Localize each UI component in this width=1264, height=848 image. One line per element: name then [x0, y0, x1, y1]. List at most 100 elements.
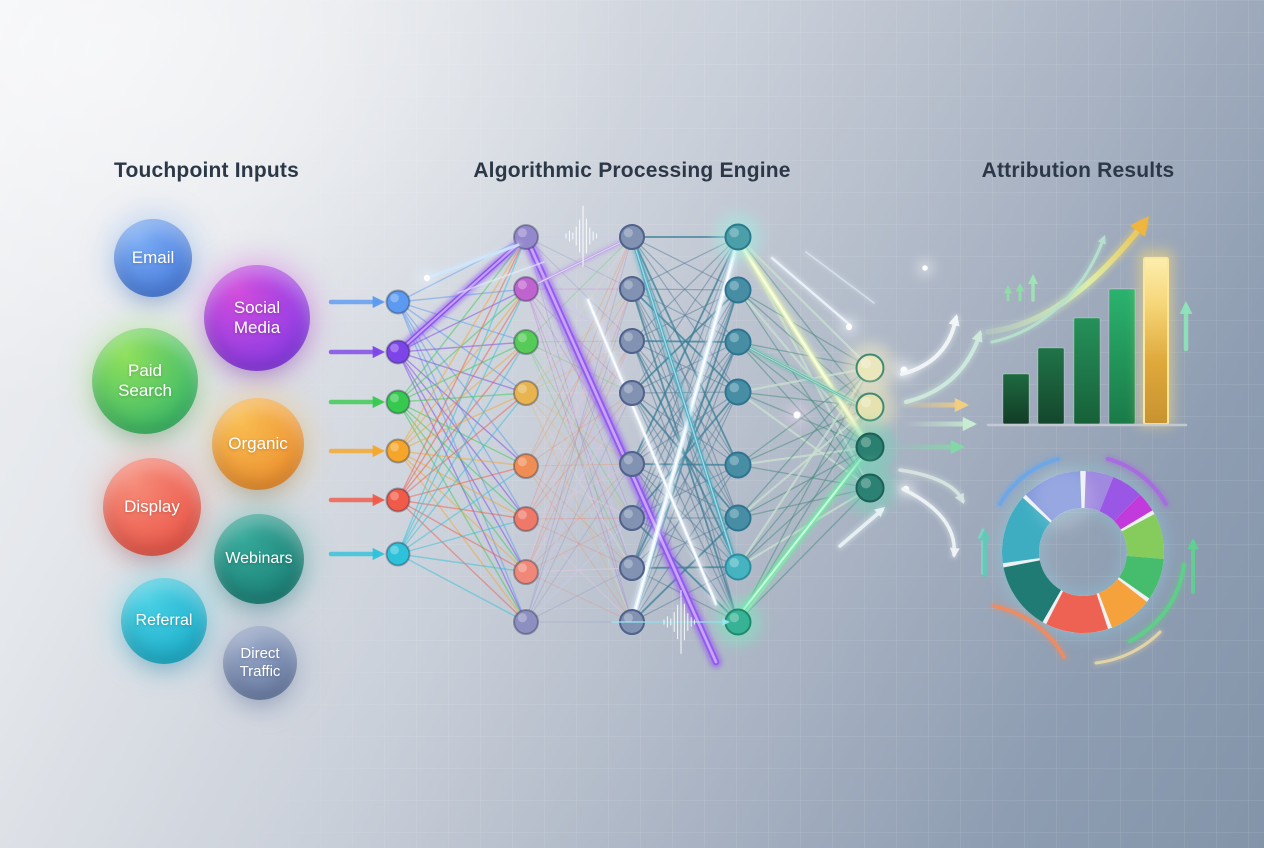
donut-segment — [1121, 513, 1164, 560]
network-node — [385, 438, 411, 464]
bubble-organic: Organic — [212, 398, 304, 490]
bubble-label: Organic — [228, 433, 288, 453]
network-node — [513, 276, 539, 302]
bar-green — [1073, 317, 1101, 425]
donut-accent-arc — [990, 602, 1068, 661]
comet-streak — [769, 255, 853, 328]
bar-chart — [986, 250, 1188, 427]
flow-arrow-icon — [901, 416, 977, 432]
network-layer-inputs — [385, 289, 411, 567]
network-nodes — [385, 213, 896, 646]
donut-segment — [1002, 497, 1051, 564]
touchpoint-arrow — [328, 395, 385, 409]
network-node — [619, 555, 645, 581]
network-node — [855, 392, 885, 422]
bar-green — [1108, 288, 1136, 425]
waveform-pulse-icon — [565, 205, 598, 267]
network-node — [513, 506, 539, 532]
network-node — [385, 541, 411, 567]
bubble-label: Display — [124, 496, 180, 516]
network-node — [619, 451, 645, 477]
input-arrows — [328, 295, 385, 561]
network-layer-hidden-3 — [714, 213, 762, 646]
bubble-webinars: Webinars — [214, 514, 304, 604]
bubble-referral: Referral — [121, 578, 207, 664]
results-section-title: Attribution Results — [981, 159, 1175, 182]
bubble-label: Webinars — [225, 549, 293, 567]
waveform-pulse-icon — [611, 589, 730, 655]
network-node — [724, 276, 752, 304]
network-node — [724, 223, 752, 251]
network-node — [385, 339, 411, 365]
bubble-social-media: Social Media — [204, 265, 310, 371]
flow-arrow-icon — [893, 439, 965, 455]
flow-arrow-icon — [902, 330, 984, 406]
network-node — [724, 504, 752, 532]
network-node — [513, 453, 539, 479]
bubble-paid-search: Paid Search — [92, 328, 198, 434]
flow-arrow-icon — [896, 466, 967, 505]
bubble-display: Display — [103, 458, 201, 556]
network-node — [724, 328, 752, 356]
donut-segment — [1118, 554, 1164, 599]
bubble-email: Email — [114, 219, 192, 297]
donut-accent-arc — [1093, 629, 1163, 666]
touchpoint-arrow — [328, 444, 385, 458]
donut-accent-arc — [979, 529, 991, 579]
network-layer-outputs — [844, 342, 896, 514]
network-highlight-beams — [393, 230, 873, 669]
donut-chart — [979, 455, 1199, 666]
touchpoint-arrow — [328, 345, 385, 359]
growth-arrow-icon — [1015, 283, 1025, 303]
network-node — [724, 553, 752, 581]
network-node — [513, 380, 539, 406]
comet-streak — [456, 260, 546, 295]
bubble-direct-traffic: Direct Traffic — [223, 626, 297, 700]
flow-arrow-icon — [898, 397, 969, 413]
network-node — [855, 473, 885, 503]
network-node — [619, 276, 645, 302]
network-node — [385, 389, 411, 415]
network-node — [619, 505, 645, 531]
network-node — [385, 487, 411, 513]
growth-arrow-icon — [1179, 301, 1193, 354]
engine-section-title: Algorithmic Processing Engine — [473, 159, 791, 182]
donut-accent-arc — [996, 455, 1062, 508]
network-node — [619, 328, 645, 354]
bubble-label: Paid Search — [118, 360, 172, 400]
donut-segment — [1113, 494, 1153, 530]
network-layer-hidden-1 — [513, 224, 539, 635]
flow-arrow-icon — [899, 485, 960, 559]
donut-segment — [1098, 578, 1147, 628]
flow-arrow-icon — [898, 314, 960, 378]
bubble-label: Email — [131, 247, 175, 267]
network-node — [619, 224, 645, 250]
bubble-label: Social Media — [233, 297, 281, 337]
network-node — [855, 353, 885, 383]
bubble-label: Direct Traffic — [239, 645, 281, 680]
growth-arrow-icon — [1003, 285, 1013, 303]
donut-accent-arc — [1104, 455, 1170, 508]
network-node — [855, 432, 885, 462]
donut-accent-arc — [1126, 561, 1188, 645]
comet-streak — [804, 250, 876, 305]
donut-segment — [1046, 590, 1109, 633]
network-node — [724, 451, 752, 479]
growth-arrow-icon — [1028, 274, 1038, 304]
touchpoint-arrow — [328, 295, 385, 309]
bubble-label: Referral — [135, 611, 193, 629]
growth-arrow-icon — [989, 235, 1106, 345]
donut-segment — [1098, 476, 1141, 522]
network-node — [513, 329, 539, 355]
donut-segment — [1003, 559, 1062, 623]
network-layer-hidden-2 — [619, 224, 645, 635]
network-node — [724, 378, 752, 406]
network-node — [513, 609, 539, 635]
network-node — [619, 380, 645, 406]
bar-green — [1037, 347, 1065, 425]
comet-streak — [427, 242, 521, 280]
donut-accent-arc — [1187, 538, 1199, 596]
bar-green — [1002, 373, 1030, 425]
